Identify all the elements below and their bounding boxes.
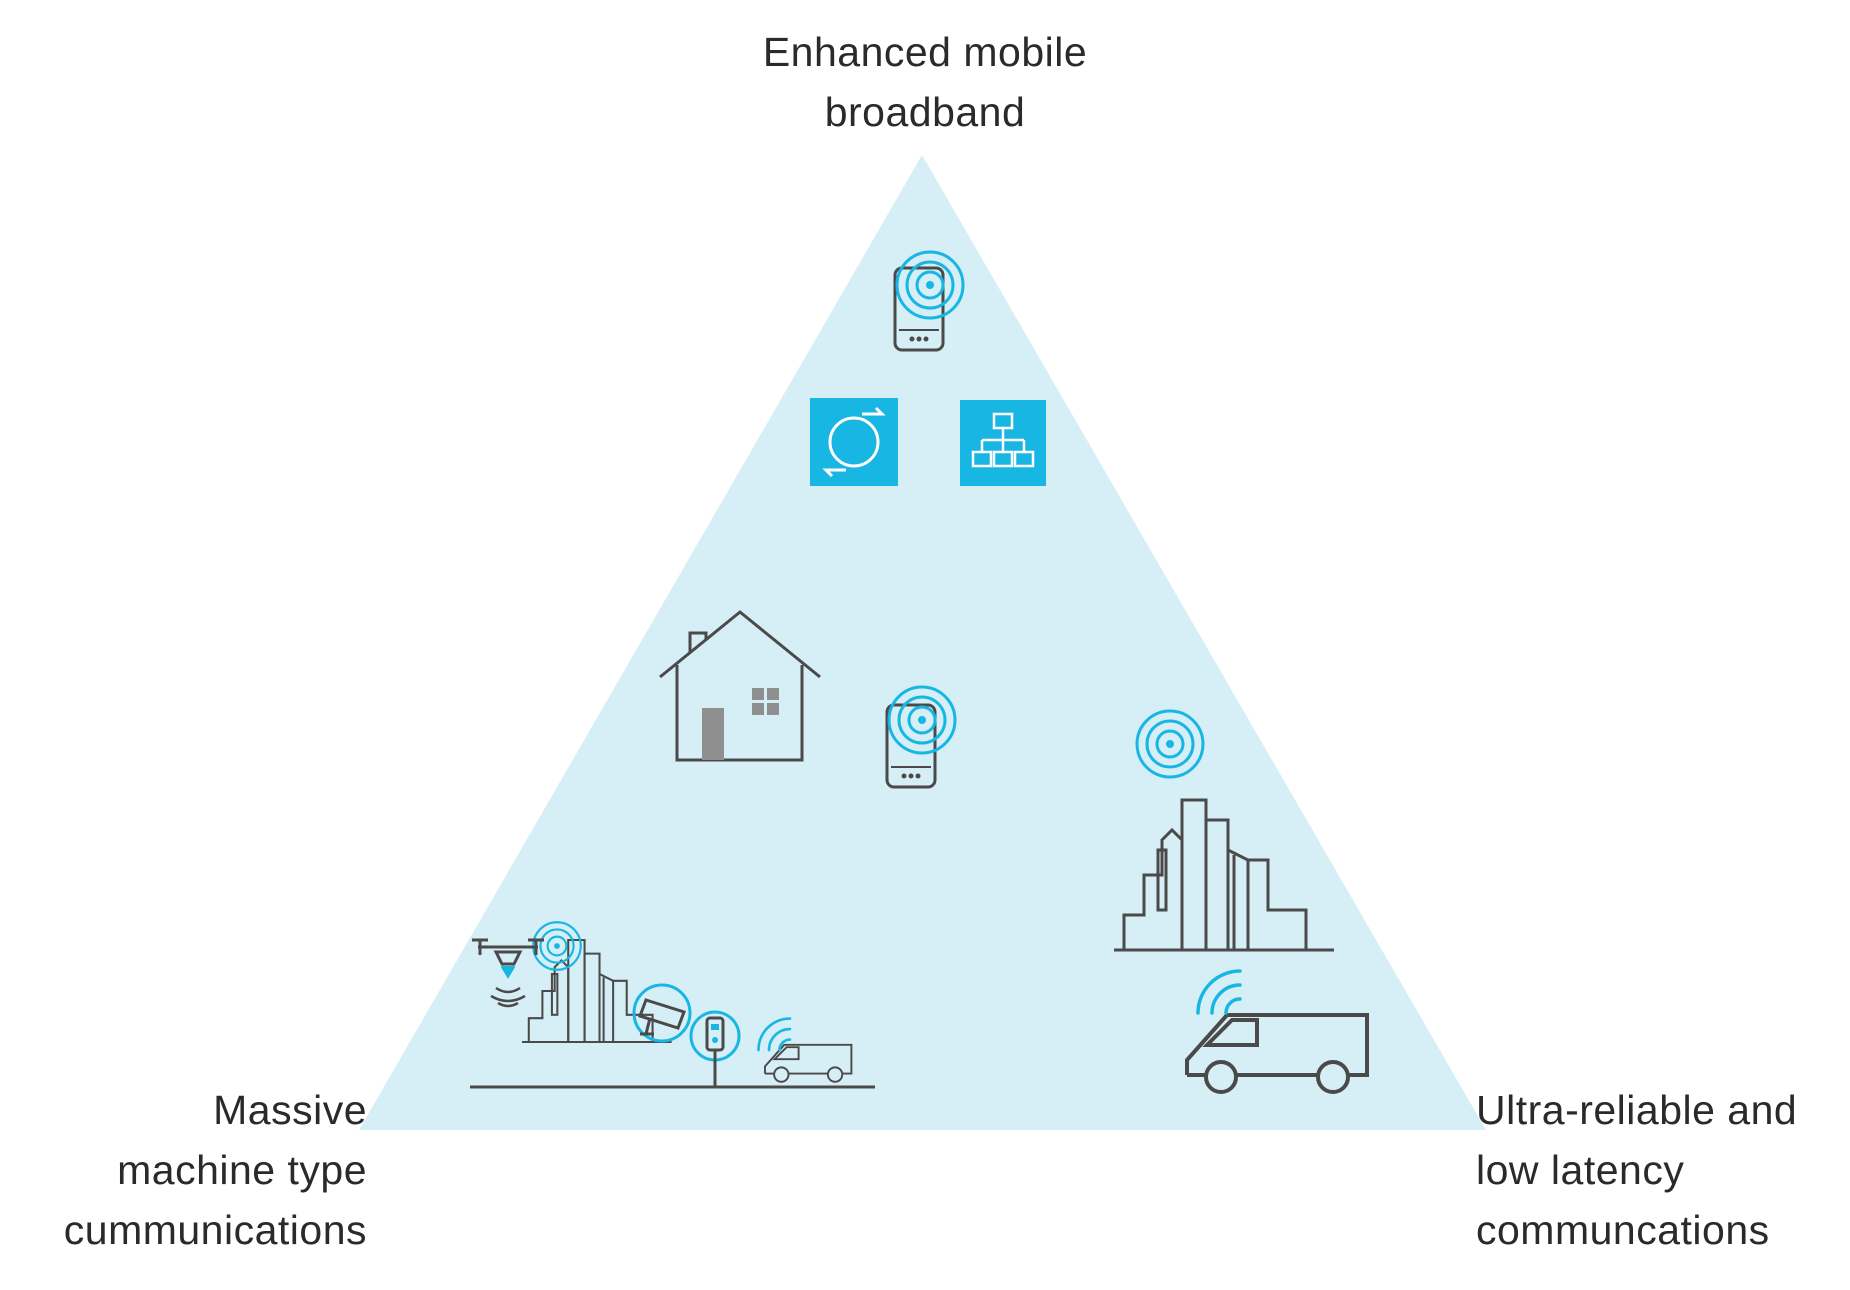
label-enhanced-mobile-broadband: Enhanced mobile broadband bbox=[600, 22, 1250, 142]
label-line: cummunications bbox=[63, 1207, 367, 1253]
label-line: Massive bbox=[213, 1087, 367, 1133]
org-chart-icon bbox=[960, 400, 1046, 486]
wireless-signal-icon bbox=[895, 250, 965, 320]
label-line: Ultra-reliable and bbox=[1476, 1087, 1798, 1133]
label-ultra-reliable-low-latency: Ultra-reliable and low latency communcat… bbox=[1476, 1080, 1797, 1260]
label-line: machine type bbox=[117, 1147, 367, 1193]
house-icon bbox=[659, 610, 821, 762]
refresh-cycle-icon bbox=[810, 398, 898, 486]
wireless-signal-icon bbox=[887, 685, 957, 755]
wireless-signal-icon bbox=[532, 921, 582, 971]
sensor-meter-icon bbox=[689, 1010, 741, 1087]
wireless-signal-icon bbox=[490, 986, 526, 1008]
label-line: Enhanced mobile bbox=[762, 29, 1088, 75]
label-line: broadband bbox=[824, 89, 1026, 135]
drone-icon bbox=[472, 938, 544, 979]
use-case-triangle bbox=[359, 155, 1486, 1130]
label-line: low latency bbox=[1476, 1147, 1685, 1193]
label-massive-machine-type: Massive machine type cummunications bbox=[64, 1080, 367, 1260]
security-camera-icon bbox=[632, 983, 692, 1043]
label-line: communcations bbox=[1476, 1207, 1770, 1253]
wireless-signal-icon bbox=[1135, 709, 1205, 779]
